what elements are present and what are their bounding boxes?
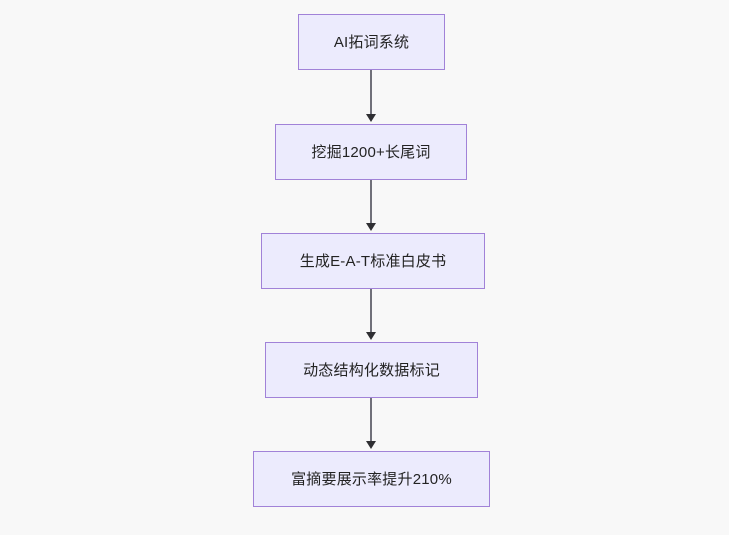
- flowchart-node-3-label: 生成E-A-T标准白皮书: [299, 252, 447, 270]
- flowchart-node-5[interactable]: 富摘要展示率提升210%: [253, 451, 490, 507]
- connector-n1-n2: [370, 70, 372, 116]
- arrowhead-n4-n5: [366, 441, 376, 449]
- flowchart-node-1[interactable]: AI拓词系统: [298, 14, 445, 70]
- connector-n4-n5: [370, 398, 372, 443]
- flowchart-node-3[interactable]: 生成E-A-T标准白皮书: [261, 233, 485, 289]
- flowchart-node-4[interactable]: 动态结构化数据标记: [265, 342, 478, 398]
- connector-n3-n4: [370, 289, 372, 334]
- flowchart-node-4-label: 动态结构化数据标记: [303, 361, 440, 379]
- flowchart-node-2-label: 挖掘1200+长尾词: [311, 143, 431, 161]
- flowchart-node-5-label: 富摘要展示率提升210%: [291, 470, 452, 488]
- arrowhead-n1-n2: [366, 114, 376, 122]
- arrowhead-n2-n3: [366, 223, 376, 231]
- connector-n2-n3: [370, 180, 372, 225]
- arrowhead-n3-n4: [366, 332, 376, 340]
- flowchart-node-1-label: AI拓词系统: [333, 33, 410, 51]
- flowchart-node-2[interactable]: 挖掘1200+长尾词: [275, 124, 467, 180]
